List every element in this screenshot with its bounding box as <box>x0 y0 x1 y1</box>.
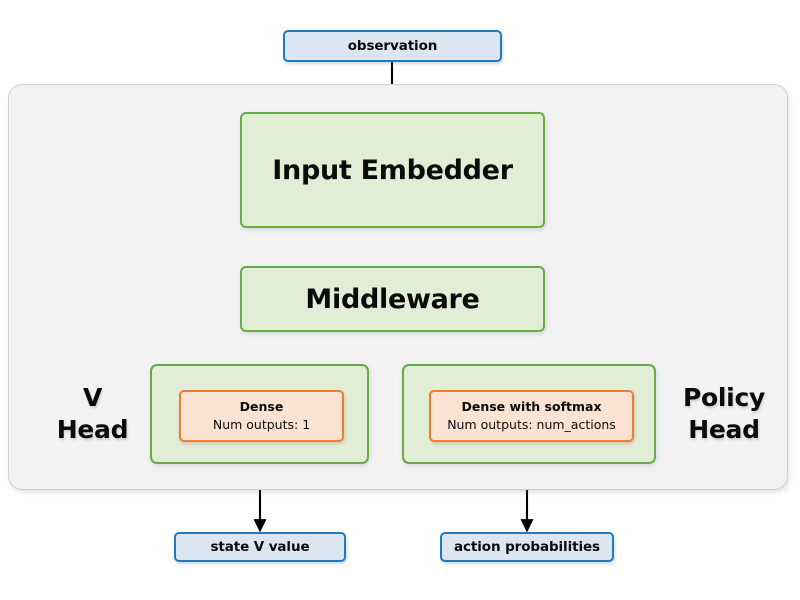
node-action-probabilities[interactable]: action probabilities <box>440 532 614 562</box>
node-input-embedder-label: Input Embedder <box>272 154 513 186</box>
node-input-embedder[interactable]: Input Embedder <box>240 112 545 228</box>
node-state-v-value[interactable]: state V value <box>174 532 346 562</box>
node-state-v-value-label: state V value <box>210 539 310 555</box>
node-middleware-label: Middleware <box>305 283 480 315</box>
label-policy-head: Policy Head <box>664 382 784 446</box>
group-policy-head[interactable]: Dense with softmax Num outputs: num_acti… <box>402 364 656 464</box>
label-policy-head-line2: Head <box>688 415 760 444</box>
node-dense-v-head[interactable]: Dense Num outputs: 1 <box>179 390 344 442</box>
label-policy-head-line1: Policy <box>683 383 765 412</box>
node-dense-v-head-title: Dense <box>239 398 284 414</box>
label-v-head-line2: Head <box>56 415 129 444</box>
group-v-head[interactable]: Dense Num outputs: 1 <box>150 364 369 464</box>
label-v-head-line1: V <box>82 383 103 412</box>
node-action-probabilities-label: action probabilities <box>454 539 600 555</box>
node-dense-policy-head[interactable]: Dense with softmax Num outputs: num_acti… <box>429 390 634 442</box>
node-dense-policy-head-title: Dense with softmax <box>461 398 602 414</box>
node-dense-v-head-subtitle: Num outputs: 1 <box>212 417 311 433</box>
node-middleware[interactable]: Middleware <box>240 266 545 332</box>
label-v-head: V Head <box>40 382 145 446</box>
node-dense-policy-head-subtitle: Num outputs: num_actions <box>447 417 616 433</box>
node-observation[interactable]: observation <box>283 30 502 62</box>
node-observation-label: observation <box>347 38 438 54</box>
